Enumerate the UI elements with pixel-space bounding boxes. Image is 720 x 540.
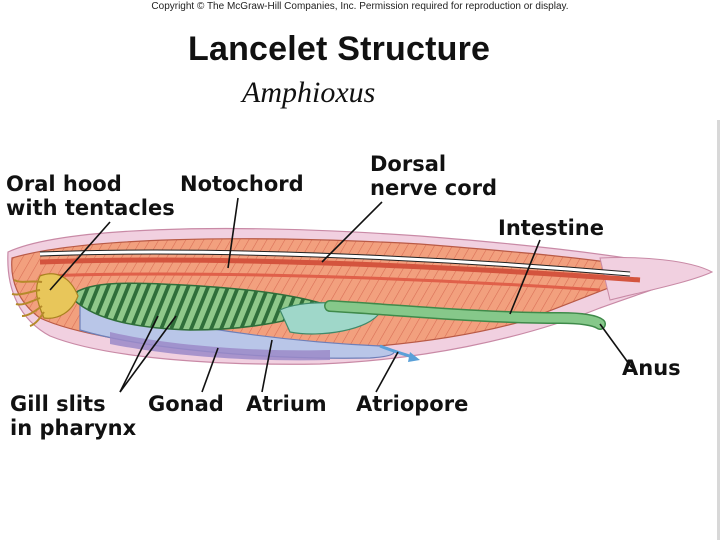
gonad-shape	[110, 332, 330, 361]
label-anus: Anus	[622, 356, 681, 380]
tail-fin	[599, 257, 714, 301]
leader-lines	[49, 197, 633, 393]
label-gonad: Gonad	[148, 392, 224, 416]
copyright-notice: Copyright © The McGraw-Hill Companies, I…	[151, 1, 569, 12]
label-gill-line2: in pharynx	[10, 416, 137, 440]
label-dorsal-nerve-cord: Dorsal nerve cord	[370, 152, 497, 200]
label-dorsal-line2: nerve cord	[370, 176, 498, 200]
label-atrium: Atrium	[246, 392, 327, 416]
label-oral-hood-line2: with tentacles	[6, 196, 175, 220]
notochord-shape	[39, 257, 641, 283]
label-intestine: Intestine	[498, 216, 604, 240]
label-notochord: Notochord	[180, 172, 304, 196]
diagram-subtitle: Amphioxus	[242, 76, 376, 109]
diagram-title: Lancelet Structure	[188, 30, 491, 68]
label-gill-slits: Gill slits in pharynx	[10, 392, 136, 440]
label-atriopore: Atriopore	[356, 392, 469, 416]
edge-border	[717, 120, 720, 540]
tentacles	[11, 279, 45, 327]
label-gill-line1: Gill slits	[10, 392, 106, 416]
label-dorsal-line1: Dorsal	[370, 152, 447, 176]
label-oral-hood: Oral hood with tentacles	[6, 172, 175, 220]
label-oral-hood-line1: Oral hood	[6, 172, 122, 196]
